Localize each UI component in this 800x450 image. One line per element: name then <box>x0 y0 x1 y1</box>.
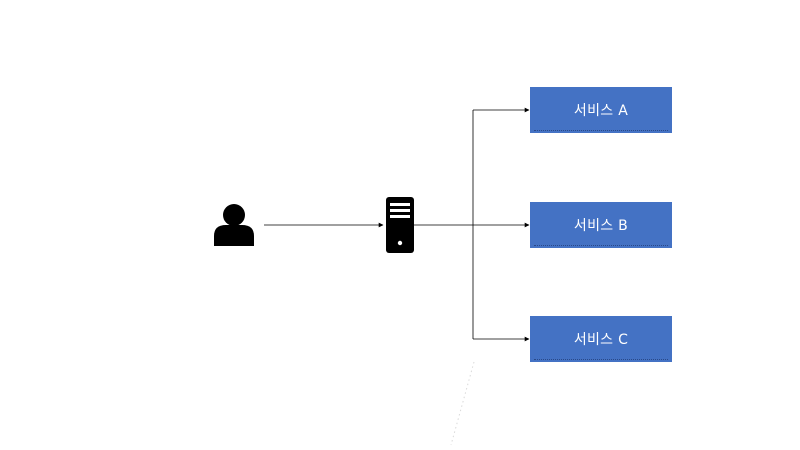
server-tower-icon <box>386 197 414 253</box>
person-icon <box>214 204 254 246</box>
service-c-box: 서비스 C <box>530 316 672 362</box>
service-c-label: 서비스 C <box>573 332 629 348</box>
service-b-label: 서비스 B <box>573 218 629 234</box>
service-a-box: 서비스 A <box>530 87 672 133</box>
faint-dotted-guide <box>450 361 475 446</box>
service-b-box: 서비스 B <box>530 202 672 248</box>
service-a-label: 서비스 A <box>573 103 629 119</box>
